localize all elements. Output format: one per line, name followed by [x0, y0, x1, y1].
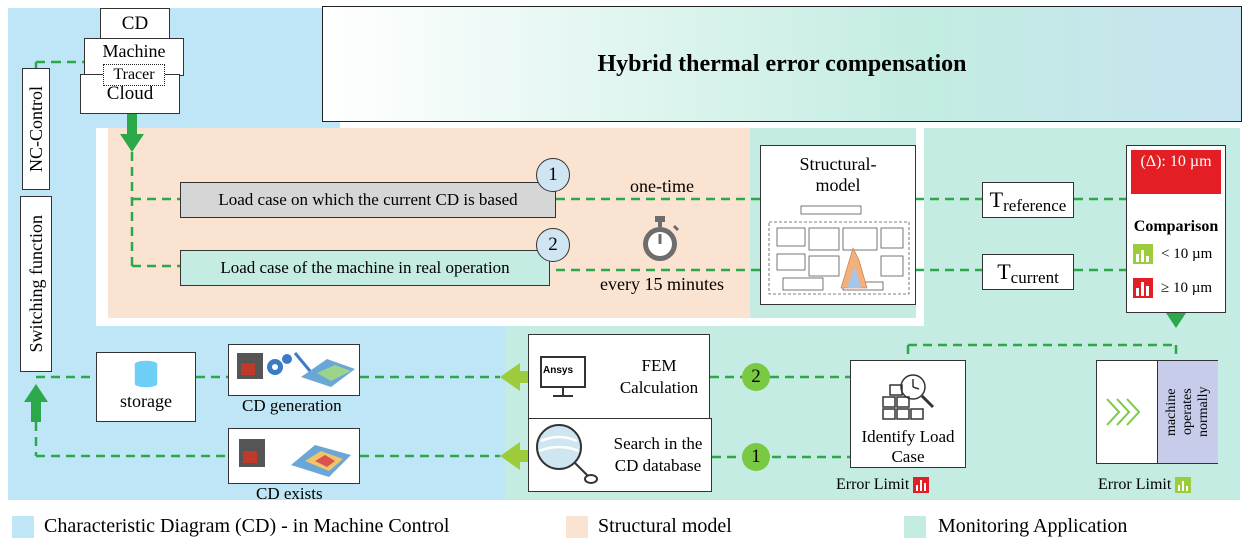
t-reference-main: T — [989, 187, 1004, 212]
ansys-logo: Ansys — [543, 365, 574, 376]
error-limit-right-label: Error Limit — [1098, 476, 1172, 493]
title-banner: Hybrid thermal error compensation — [322, 6, 1242, 122]
cd-generation-label: CD generation — [242, 396, 342, 415]
search-label: Search in the CD database — [605, 433, 711, 477]
branch-1-text: 1 — [751, 446, 761, 467]
legend-label-cd: Characteristic Diagram (CD) - in Machine… — [44, 515, 450, 537]
error-limit-left: Error Limit — [836, 476, 930, 494]
comparison-box: (Δ): 10 µm Comparison < 10 µm ≥ 10 µm — [1126, 145, 1226, 313]
load-case-1-number: 1 — [536, 158, 570, 192]
fem-line2: Calculation — [619, 378, 699, 397]
fem-box: Ansys FEM Calculation — [528, 334, 710, 420]
machine-operates-panel: machine operates normally — [1157, 361, 1218, 463]
ansys-monitor-icon — [540, 356, 586, 397]
one-time-label: one-time — [630, 176, 694, 196]
branch-1-number: 1 — [742, 443, 770, 471]
load-case-1-label: Load case on which the current CD is bas… — [218, 190, 518, 209]
cloud-cd-label: CD — [121, 13, 149, 34]
error-limit-left-label: Error Limit — [836, 476, 910, 493]
legend-swatch-monitoring — [904, 516, 926, 538]
tracer-label: Tracer — [113, 66, 155, 83]
search-line1: Search in the — [613, 434, 703, 453]
structural-model-box: Structural- model — [760, 145, 916, 305]
cd-exists-label: CD exists — [256, 484, 323, 503]
database-search-icon — [536, 424, 598, 484]
identify-load-case-box: Identify Load Case — [850, 360, 966, 468]
load-case-1-box: Load case on which the current CD is bas… — [180, 182, 556, 218]
load-case-1-number-text: 1 — [548, 164, 558, 185]
legend: Characteristic Diagram (CD) - in Machine… — [0, 512, 1250, 544]
every-15-label: every 15 minutes — [600, 274, 724, 294]
storage-box: storage — [96, 352, 196, 422]
comparison-below: < 10 µm — [1161, 246, 1213, 262]
error-limit-right: Error Limit — [1098, 476, 1192, 494]
comparison-above: ≥ 10 µm — [1161, 280, 1213, 296]
switching-function-box: Switching function — [20, 196, 52, 372]
structural-model-line1: Structural- — [799, 154, 877, 174]
cd-generation-box — [228, 344, 360, 396]
identify-label: Identify Load Case — [851, 427, 965, 467]
fem-label: FEM Calculation — [611, 355, 707, 399]
green-bar-icon-small — [1175, 477, 1192, 493]
load-case-2-label: Load case of the machine in real operati… — [220, 258, 510, 277]
machine-status-box: machine operates normally — [1096, 360, 1218, 464]
machine-gear-surface-icon — [237, 352, 355, 387]
search-box: Search in the CD database — [528, 418, 712, 492]
legend-swatch-cd — [12, 516, 34, 538]
legend-label-structural: Structural model — [598, 515, 732, 537]
identify-boxes-icon — [882, 374, 935, 420]
t-current-main: T — [997, 259, 1011, 284]
green-bar-icon — [1133, 244, 1153, 264]
comparison-alert: (Δ): 10 µm — [1131, 150, 1221, 194]
cloud-machine-label: Machine — [102, 41, 166, 61]
storage-label: storage — [120, 391, 172, 411]
legend-label-monitoring: Monitoring Application — [938, 515, 1128, 537]
legend-swatch-structural — [566, 516, 588, 538]
search-line2: CD database — [614, 456, 702, 475]
database-icon — [133, 359, 159, 389]
load-case-2-number-text: 2 — [548, 234, 558, 255]
structural-model-line2: model — [815, 175, 861, 195]
branch-2-text: 2 — [751, 366, 761, 387]
red-bar-icon — [1133, 278, 1153, 298]
tracer-box: Tracer — [103, 64, 165, 86]
machine-operates-label: machine operates normally — [1164, 386, 1211, 438]
chevron-arrows-icon — [1106, 398, 1141, 426]
nc-control-box: NC-Control — [22, 68, 50, 190]
structural-model-title: Structural- model — [761, 154, 915, 196]
stopwatch-icon — [643, 216, 680, 261]
page-title: Hybrid thermal error compensation — [597, 50, 967, 77]
structural-model-schematic-icon — [768, 205, 910, 295]
cd-region-bottom — [340, 326, 505, 500]
machine-surface-icon — [239, 439, 351, 477]
load-case-2-box: Load case of the machine in real operati… — [180, 250, 550, 286]
load-case-2-number: 2 — [536, 228, 570, 262]
branch-2-number: 2 — [742, 363, 770, 391]
cloud-cd-box: CD — [100, 8, 170, 40]
fem-line1: FEM — [641, 356, 677, 375]
comparison-title: Comparison — [1133, 218, 1219, 235]
red-bar-icon-small — [913, 477, 930, 493]
cloud-cloud-label: Cloud — [106, 83, 154, 104]
identify-line2: Case — [891, 447, 925, 466]
cd-exists-box — [228, 428, 360, 484]
t-reference-sub: reference — [1003, 196, 1067, 215]
t-current-sub: current — [1010, 268, 1059, 287]
identify-line1: Identify Load — [861, 427, 955, 446]
